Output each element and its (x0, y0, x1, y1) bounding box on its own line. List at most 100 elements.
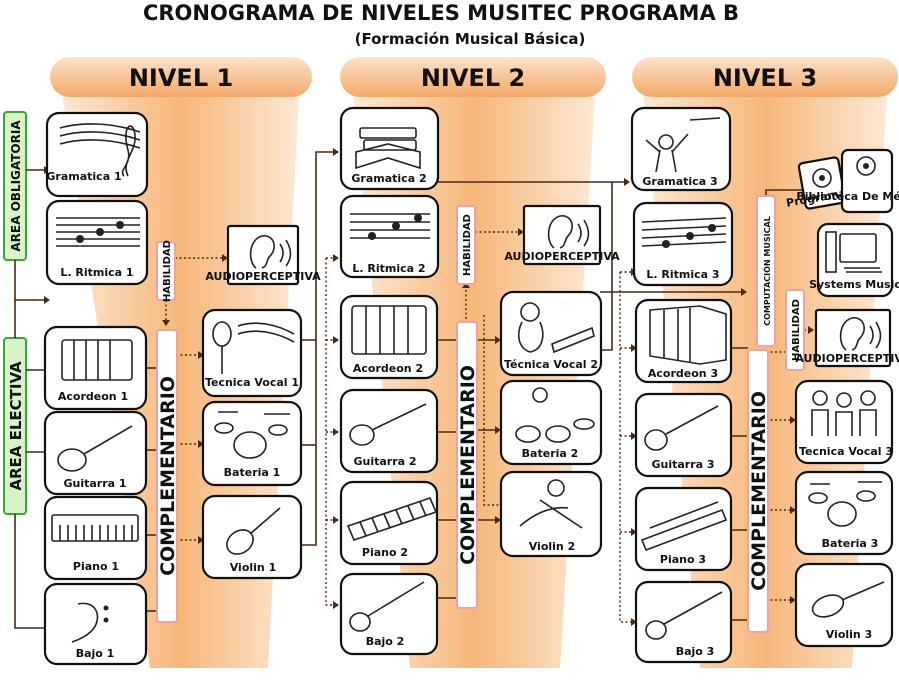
card-piano-2: Piano 2 (339, 480, 439, 566)
complementario-band-2: COMPLEMENTARIO (456, 321, 479, 609)
card-vocal-2: Técnica Vocal 2 (499, 290, 603, 377)
computacion-label: COMPUTACIÓN MUSICAL (761, 216, 772, 326)
card-acordeon-2: Acordeon 2 (339, 294, 439, 380)
conductor-icon (645, 117, 721, 173)
speaker-icon (856, 156, 876, 176)
music-notes-icon (350, 213, 430, 240)
card-label: Biblioteca De Métodos (796, 190, 899, 203)
electric-guitar-icon (349, 403, 427, 446)
level-label-3: NIVEL 3 (713, 64, 817, 92)
area-obligatoria: AREA OBLIGATORIA (3, 111, 27, 261)
computacion-band: COMPUTACIÓN MUSICAL (756, 195, 776, 347)
violinist-icon (519, 479, 583, 529)
accordion-icon (649, 305, 727, 365)
card-label: Guitarra 3 (651, 458, 714, 471)
card-label: Piano 2 (362, 546, 408, 559)
card-label: Violin 3 (826, 628, 873, 641)
card-label: Bateria 3 (822, 537, 879, 550)
card-bateria-2: Bateria 2 (499, 379, 603, 466)
card-label: L. Ritmica 3 (646, 268, 719, 281)
drummer-icon (515, 387, 595, 443)
card-label: Guitarra 2 (353, 455, 416, 468)
card-label: Bajo 1 (76, 647, 115, 660)
card-audioperceptiva-1: AUDIOPERCEPTIVA (205, 224, 321, 286)
card-label: Gramatica 1 (46, 170, 121, 183)
connectors (14, 151, 812, 629)
card-systems: Systems Music (809, 222, 899, 298)
card-label: Gramatica 2 (351, 172, 426, 185)
card-ritmica-1: L. Ritmica 1 (45, 199, 149, 286)
card-guitarra-1: Guitarra 1 (43, 410, 148, 496)
card-label: Acordeon 3 (648, 367, 718, 380)
bass-clef-icon (71, 602, 109, 643)
music-staff-icon (56, 217, 140, 247)
music-staff-icon (641, 217, 727, 248)
card-bajo-3: Bajo 3 (634, 580, 733, 664)
keyboard-icon (640, 501, 728, 552)
bass-guitar-icon (349, 581, 425, 632)
card-label: Bajo 2 (366, 635, 405, 648)
card-label: AUDIOPERCEPTIVA (795, 352, 899, 365)
card-label: L. Ritmica 2 (352, 262, 425, 275)
card-violin-1: Violin 1 (201, 494, 303, 580)
area-electiva: AREA ELECTIVA (3, 337, 27, 515)
bass-guitar-icon (645, 591, 723, 640)
card-biblioteca: Biblioteca De Métodos (796, 148, 899, 214)
card-violin-3: Violin 3 (794, 562, 894, 648)
drum-kit-icon (808, 481, 882, 527)
card-piano-3: Piano 3 (634, 486, 733, 572)
card-gramatica-3: Gramatica 3 (630, 106, 732, 192)
card-label: Bateria 1 (224, 466, 281, 479)
violin-icon (226, 507, 281, 555)
diagram-title: CRONOGRAMA DE NIVELES MUSITEC PROGRAMA B (143, 1, 739, 25)
complementario-band-1: COMPLEMENTARIO (156, 329, 179, 623)
card-label: Gramatica 3 (642, 175, 717, 188)
card-label: Bajo 3 (676, 645, 715, 658)
keyboard-icon (51, 514, 139, 542)
electric-guitar-icon (644, 405, 719, 451)
card-acordeon-3: Acordeon 3 (634, 298, 733, 384)
complementario-label-1: COMPLEMENTARIO (157, 376, 179, 576)
ear-icon (249, 235, 292, 269)
singer-icon (517, 302, 595, 354)
complementario-band-3: COMPLEMENTARIO (747, 349, 770, 633)
card-label: Tecnica Vocal 3 (799, 445, 893, 458)
card-piano-1: Piano 1 (43, 495, 148, 581)
card-vocal-1: Tecnica Vocal 1 (201, 308, 303, 398)
accordion-icon (61, 339, 133, 381)
guitar-icon (57, 425, 133, 472)
software-box-icon (812, 168, 832, 188)
choir-icon (811, 390, 877, 436)
ear-icon (547, 215, 590, 249)
area-electiva-label: AREA ELECTIVA (7, 361, 25, 491)
violin-icon (811, 581, 885, 618)
accordion-icon (351, 305, 427, 355)
card-acordeon-1: Acordeon 1 (43, 325, 148, 411)
card-audioperceptiva-3: AUDIOPERCEPTIVA (795, 308, 899, 368)
habilidad-band-3: HABILIDAD (785, 289, 805, 371)
card-label: Tecnica Vocal 1 (205, 376, 299, 389)
card-ritmica-2: L. Ritmica 2 (339, 194, 440, 279)
card-label: Violin 2 (529, 540, 576, 553)
card-label: Acordeon 2 (353, 362, 423, 375)
habilidad-band-1: HABILIDAD (156, 240, 176, 302)
card-bajo-2: Bajo 2 (339, 572, 439, 656)
card-guitarra-2: Guitarra 2 (339, 388, 439, 474)
keyboard-icon (346, 497, 438, 541)
microphone-icon (212, 321, 295, 374)
level-label-2: NIVEL 2 (421, 64, 525, 92)
card-guitarra-3: Guitarra 3 (634, 392, 733, 478)
habilidad-label-1: HABILIDAD (162, 240, 173, 302)
card-violin-2: Violin 2 (499, 470, 603, 558)
diagram-subtitle: (Formación Musical Básica) (355, 30, 586, 48)
card-label: L. Ritmica 1 (60, 266, 133, 279)
card-ritmica-3: L. Ritmica 3 (632, 201, 734, 287)
card-label: Bateria 2 (522, 447, 579, 460)
card-label: Guitarra 1 (63, 477, 126, 490)
area-obligatoria-label: AREA OBLIGATORIA (9, 120, 23, 252)
treble-clef-icon (59, 123, 141, 177)
books-icon (355, 127, 421, 170)
card-label: Piano 1 (73, 560, 119, 573)
